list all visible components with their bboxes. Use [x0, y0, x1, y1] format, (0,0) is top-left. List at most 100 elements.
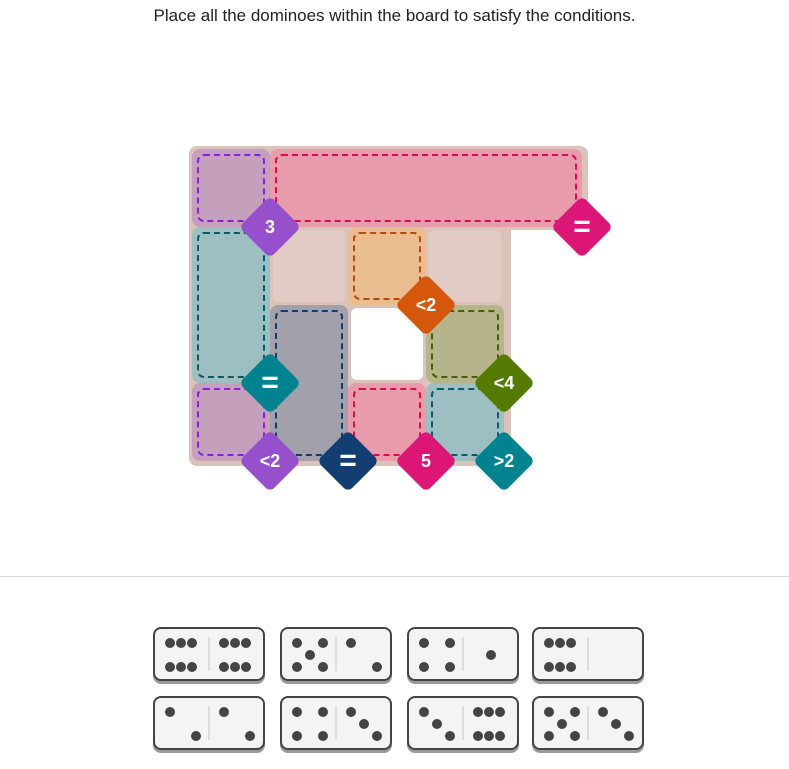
region-border [353, 232, 421, 300]
region-border [275, 154, 577, 222]
pip [241, 662, 251, 672]
pip [484, 707, 494, 717]
condition-label: 5 [420, 450, 431, 471]
pip [484, 731, 494, 741]
pip [445, 662, 455, 672]
domino-half-4 [415, 635, 455, 673]
pip [445, 638, 455, 648]
domino-4-1[interactable] [407, 627, 519, 681]
pip [544, 731, 554, 741]
pip [230, 662, 240, 672]
pip [566, 638, 576, 648]
pip [318, 731, 328, 741]
domino-5-2[interactable] [280, 627, 392, 681]
pip [359, 719, 369, 729]
pip [219, 662, 229, 672]
domino-half-2 [215, 704, 255, 742]
pip [176, 638, 186, 648]
pip [445, 731, 455, 741]
domino-divider [462, 706, 464, 740]
pip [555, 638, 565, 648]
domino-half-4 [288, 704, 328, 742]
condition-label: <2 [415, 294, 437, 315]
domino-divider [587, 637, 589, 671]
pip [419, 638, 429, 648]
divider [0, 576, 789, 577]
domino-half-1 [469, 635, 509, 673]
condition-badge: <4 [472, 351, 536, 415]
region-border [197, 232, 265, 378]
domino-half-3 [415, 704, 455, 742]
pip [544, 638, 554, 648]
domino-divider [208, 637, 210, 671]
region-border [197, 388, 265, 456]
pip [419, 662, 429, 672]
pip [570, 707, 580, 717]
pip [292, 731, 302, 741]
pip [557, 719, 567, 729]
domino-half-0 [594, 635, 634, 673]
condition-badge: <2 [238, 429, 302, 493]
pip [318, 638, 328, 648]
domino-divider [335, 706, 337, 740]
region-border [431, 388, 499, 456]
domino-2-2[interactable] [153, 696, 265, 750]
pip [165, 707, 175, 717]
domino-3-6[interactable] [407, 696, 519, 750]
pip [245, 731, 255, 741]
condition-badge: = [550, 195, 614, 259]
domino-half-6 [469, 704, 509, 742]
pip [555, 662, 565, 672]
condition-badge: = [238, 351, 302, 415]
domino-half-2 [161, 704, 201, 742]
domino-half-2 [342, 635, 382, 673]
domino-6-6[interactable] [153, 627, 265, 681]
pip [346, 638, 356, 648]
pip [165, 638, 175, 648]
condition-badge: >2 [472, 429, 536, 493]
condition-label: <4 [493, 372, 515, 393]
domino-half-5 [288, 635, 328, 673]
domino-half-3 [594, 704, 634, 742]
domino-half-6 [540, 635, 580, 673]
pip [495, 731, 505, 741]
region-border [353, 388, 421, 456]
pip [566, 662, 576, 672]
domino-divider [462, 637, 464, 671]
pip [318, 662, 328, 672]
pip [292, 707, 302, 717]
pip [372, 662, 382, 672]
region-teal-left[interactable] [192, 227, 270, 383]
pip [544, 707, 554, 717]
pip [432, 719, 442, 729]
domino-half-6 [161, 635, 201, 673]
condition-label: = [261, 366, 279, 399]
pip [219, 707, 229, 717]
domino-half-5 [540, 704, 580, 742]
domino-4-3[interactable] [280, 696, 392, 750]
pip [624, 731, 634, 741]
region-border [431, 310, 499, 378]
domino-divider [335, 637, 337, 671]
domino-6-0[interactable] [532, 627, 644, 681]
pip [570, 731, 580, 741]
pip [486, 650, 496, 660]
domino-5-3[interactable] [532, 696, 644, 750]
condition-label: = [573, 210, 591, 243]
pip [187, 662, 197, 672]
domino-divider [208, 706, 210, 740]
pip [165, 662, 175, 672]
pip [176, 662, 186, 672]
pip [187, 638, 197, 648]
instruction-text: Place all the dominoes within the board … [153, 6, 636, 25]
condition-badge: = [316, 429, 380, 493]
region-pink-top[interactable] [270, 149, 582, 227]
pip [219, 638, 229, 648]
domino-half-3 [342, 704, 382, 742]
pip [419, 707, 429, 717]
pip [611, 719, 621, 729]
pip [191, 731, 201, 741]
pip [292, 662, 302, 672]
domino-divider [587, 706, 589, 740]
region-border [197, 154, 265, 222]
